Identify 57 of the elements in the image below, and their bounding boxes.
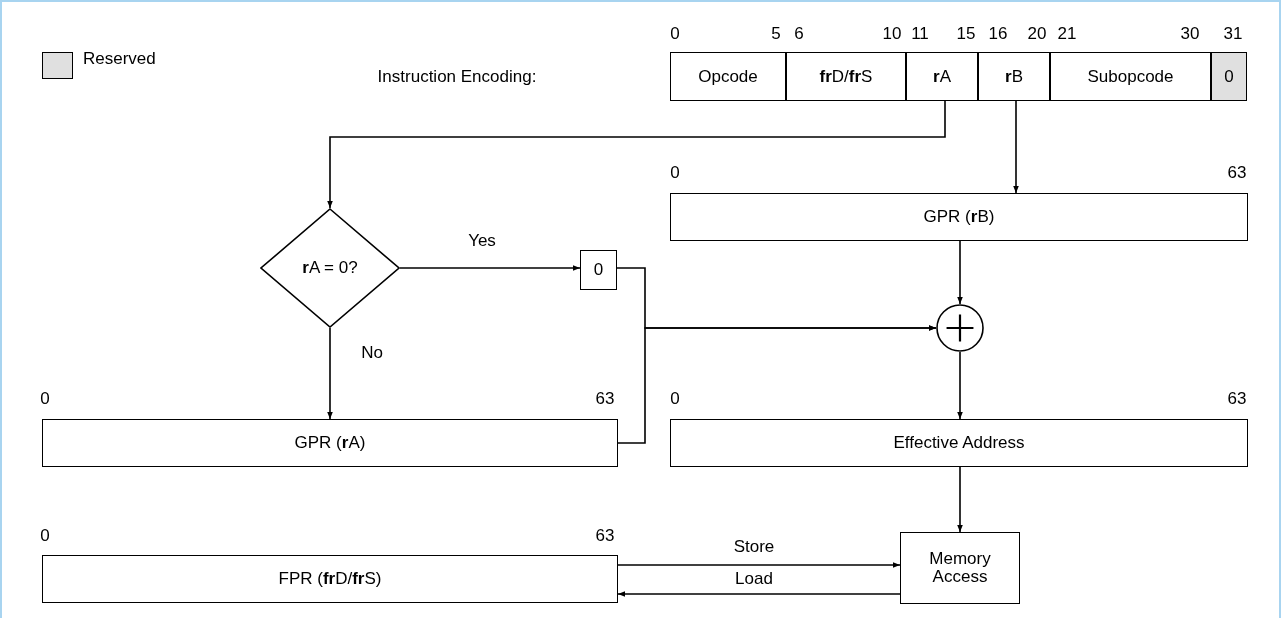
legend-text: Reserved xyxy=(83,50,156,67)
register-field xyxy=(786,52,906,101)
register-box xyxy=(42,419,618,467)
bit-number: 0 xyxy=(670,24,680,42)
node-text: FPR (frD/frS) xyxy=(278,570,382,588)
register-field xyxy=(978,52,1050,101)
arrow xyxy=(617,562,901,568)
bit-number: 0 xyxy=(40,526,50,544)
bit-number: 63 xyxy=(1227,389,1247,407)
arrow xyxy=(399,265,581,271)
node-text: GPR (rA) xyxy=(294,434,366,452)
bit-number: 63 xyxy=(595,389,615,407)
register-field xyxy=(906,52,978,101)
node-text: Memory Access xyxy=(928,550,992,586)
arrow xyxy=(327,327,333,420)
bit-number: 5 xyxy=(771,24,781,42)
bit-number: 10 xyxy=(882,24,902,42)
node-text: rA xyxy=(933,67,951,86)
constant-box xyxy=(580,250,617,290)
bit-number: 63 xyxy=(1227,163,1247,181)
arrow xyxy=(957,240,963,305)
bit-number: 11 xyxy=(911,24,929,42)
reserved-bit-field xyxy=(1211,52,1247,101)
memory-box xyxy=(900,532,1020,604)
node-text: Opcode xyxy=(698,67,758,86)
adder-circle xyxy=(936,304,984,352)
arrow xyxy=(1013,100,1019,194)
arrow xyxy=(617,325,937,444)
node-text: frD/frS xyxy=(819,67,873,86)
node-text: Subopcode xyxy=(1087,67,1174,86)
bit-number: 30 xyxy=(1180,24,1200,42)
opcode-field xyxy=(670,52,786,101)
node-text: 0 xyxy=(1224,67,1234,86)
register-box xyxy=(670,193,1248,241)
bit-number: 15 xyxy=(956,24,976,42)
node-text: rB xyxy=(1005,67,1023,86)
bit-number: 21 xyxy=(1057,24,1077,42)
node-text: 0 xyxy=(593,261,604,279)
arrow xyxy=(327,100,946,209)
bit-number: 0 xyxy=(40,389,50,407)
bit-number: 0 xyxy=(670,163,680,181)
bit-number: 16 xyxy=(988,24,1008,42)
bit-number: 63 xyxy=(595,526,615,544)
bit-number: 20 xyxy=(1027,24,1047,42)
node-text: GPR (rB) xyxy=(923,208,995,226)
address-box xyxy=(670,419,1248,467)
bit-number: 0 xyxy=(670,389,680,407)
arrow xyxy=(957,351,963,420)
subopcode-field xyxy=(1050,52,1211,101)
bit-number: 31 xyxy=(1223,24,1243,42)
bit-number: 6 xyxy=(794,24,804,42)
arrow xyxy=(617,591,901,597)
arrow xyxy=(957,466,963,533)
node-text: rA = 0? xyxy=(302,259,358,277)
register-box xyxy=(42,555,618,603)
encoding-label: Instruction Encoding: xyxy=(377,67,537,85)
node-text: Effective Address xyxy=(893,434,1025,452)
